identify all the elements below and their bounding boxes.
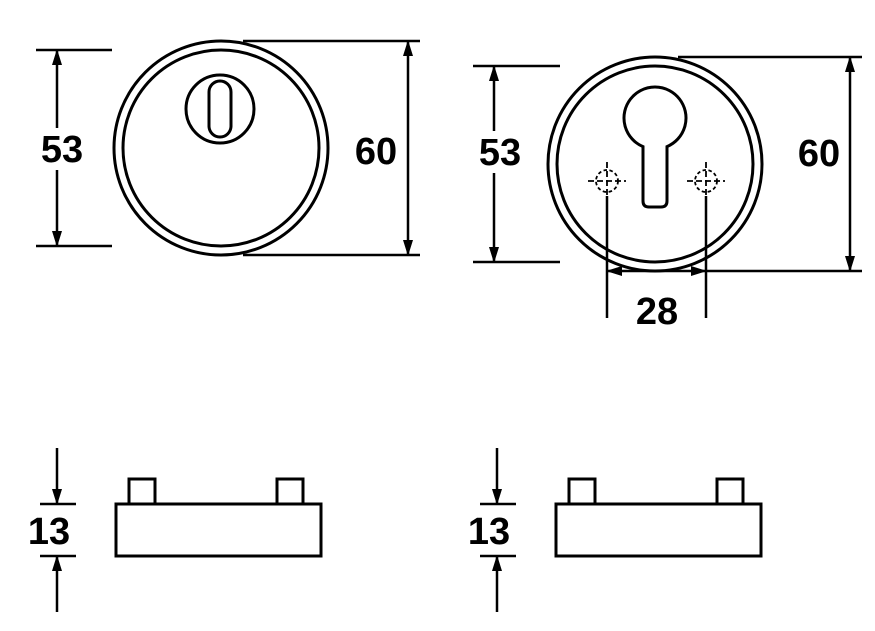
rosette-outer-circle	[546, 55, 764, 273]
screw-center-mark-left	[588, 162, 626, 200]
dim-left-outer-diameter: 60	[243, 39, 420, 257]
rosette-inner-circle	[121, 48, 321, 248]
dim-label-53: 53	[479, 132, 521, 174]
dim-right-thickness: 13	[468, 448, 516, 612]
label-backing	[38, 128, 86, 170]
dim-right-outer-diameter: 60	[678, 55, 862, 273]
rosette-outer-circle	[112, 39, 330, 257]
screw-center-mark-right	[687, 162, 725, 200]
side-view-left	[114, 477, 323, 558]
fixing-lug-left	[567, 477, 597, 506]
fixing-lug-right	[715, 477, 745, 506]
dim-label-60: 60	[355, 131, 397, 173]
front-view-left-rosette	[112, 39, 330, 257]
fixing-lug-right	[275, 477, 305, 506]
thumb-turn-slot	[207, 79, 233, 139]
dim-label-28: 28	[636, 291, 678, 333]
dim-label-60: 60	[798, 133, 840, 175]
dim-left-thickness: 13	[28, 448, 76, 612]
dim-left-inner-diameter: 53	[36, 48, 112, 248]
side-view-right	[554, 477, 763, 558]
dim-label-13: 13	[468, 511, 510, 553]
dim-screw-spacing: 28	[605, 196, 708, 333]
euro-cylinder-keyhole	[622, 85, 688, 209]
rosette-body-profile	[114, 502, 323, 558]
thumb-turn-circle	[184, 73, 256, 145]
dim-right-inner-diameter: 53	[473, 64, 560, 264]
dim-label-53: 53	[41, 129, 83, 171]
rosette-body-profile	[554, 502, 763, 558]
front-view-right-rosette	[546, 55, 764, 273]
rosette-inner-circle	[555, 64, 755, 264]
dim-label-13: 13	[28, 511, 70, 553]
label-backing	[476, 131, 524, 173]
fixing-lug-left	[127, 477, 157, 506]
